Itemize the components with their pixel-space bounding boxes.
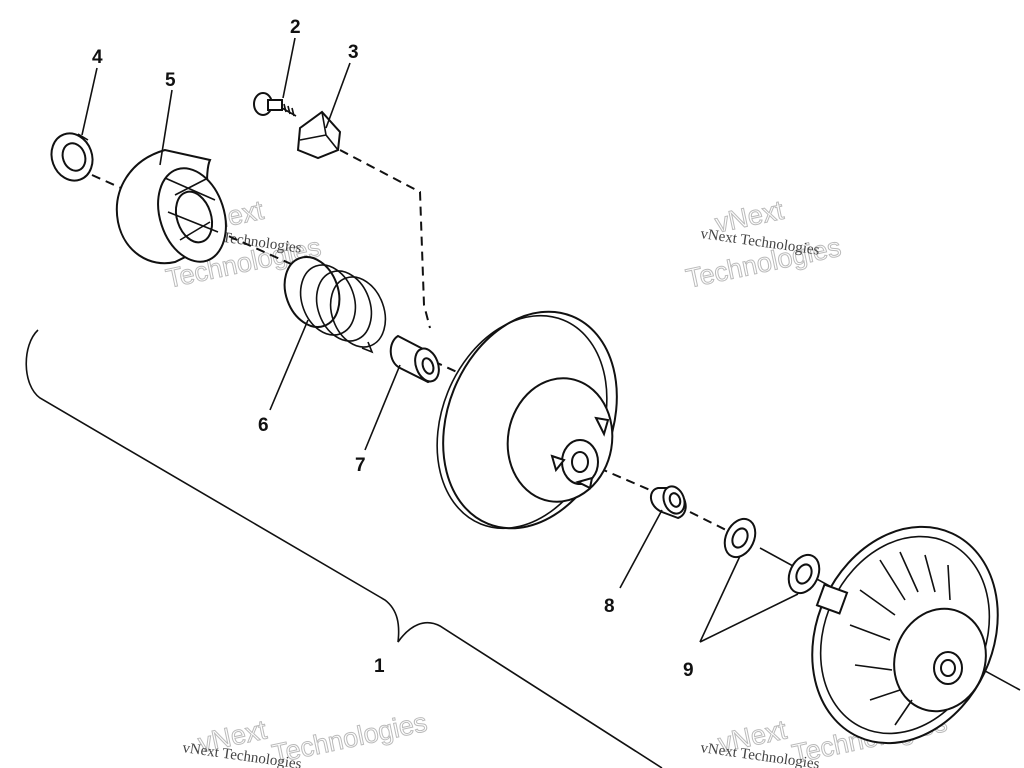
callout-8: 8 [604,596,615,617]
leader-3 [325,62,351,129]
leader-5 [159,89,173,166]
leader-9a [699,555,741,643]
spring [283,256,387,354]
fixed-sheave [811,525,999,745]
leader-2 [282,37,296,99]
shoe-button [296,110,342,160]
leader-9b [699,593,799,643]
pin-axis [339,149,431,329]
callout-5: 5 [165,70,176,91]
leader-4 [81,67,98,136]
leader-6 [269,319,309,411]
movable-sheave [436,310,618,530]
leader-8 [619,509,663,589]
washer-1 [723,517,757,559]
helix-cam [115,148,227,265]
retaining-ring [50,132,94,182]
callout-4: 4 [92,47,103,68]
callout-3: 3 [348,42,359,63]
callout-7: 7 [355,455,366,476]
leader-7 [364,364,401,451]
callout-2: 2 [290,17,301,38]
bushing-small [650,485,687,520]
assembly-bracket [25,329,663,768]
screw [253,92,297,117]
bushing-large [389,334,440,384]
callout-6: 6 [258,415,269,436]
callout-9: 9 [683,660,694,681]
callout-1: 1 [374,656,385,677]
washer-2 [787,553,821,595]
